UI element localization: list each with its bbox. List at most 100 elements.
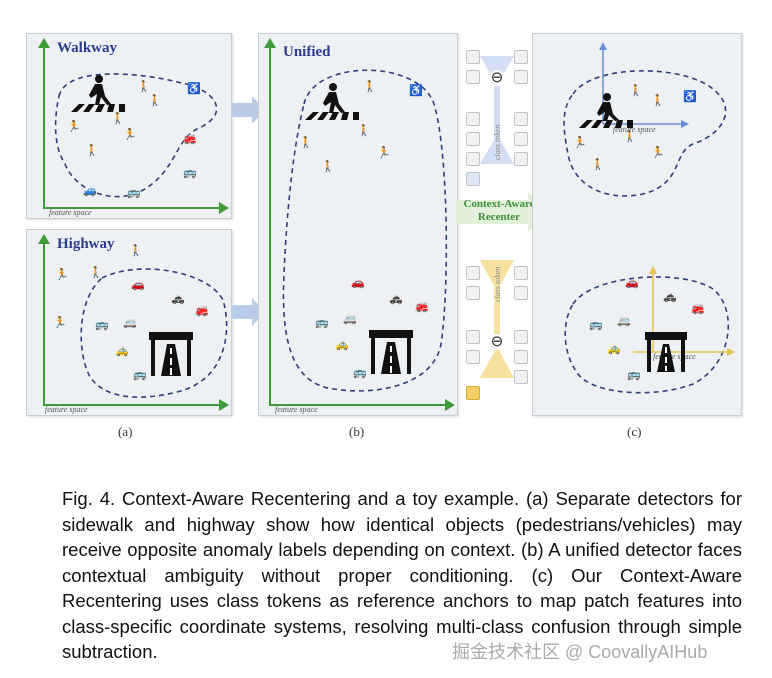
patch-token	[466, 266, 480, 280]
pedestrian-icon: 🚶	[299, 137, 313, 149]
wheelchair-icon: ♿	[409, 85, 423, 97]
patch-token	[514, 330, 528, 344]
patch-token	[466, 70, 480, 84]
highway-icon	[149, 332, 193, 376]
police-car-icon: 🚓	[171, 293, 185, 305]
x-axis	[43, 207, 223, 209]
fire-truck-icon: 🚒	[195, 305, 209, 317]
x-axis	[43, 404, 223, 406]
taxi-icon: 🚕	[607, 343, 621, 355]
bus-icon: 🚌	[589, 319, 603, 331]
panel-c-recentered: feature space 🚶 🚶 ♿ 🏃 🚶 🏃 🚶 feature spac…	[532, 33, 742, 416]
car-icon: 🚗	[131, 279, 145, 291]
axis-arrowheads	[264, 38, 455, 411]
patch-token	[514, 286, 528, 300]
crosswalk-icon	[579, 93, 633, 128]
pedestrian-icon: 🚶	[89, 267, 103, 279]
unified-cluster-boundary	[282, 69, 448, 392]
pedestrian-icon: 🚶	[363, 81, 377, 93]
feature-space-label: feature space	[613, 125, 656, 134]
unified-title: Unified	[283, 44, 331, 60]
runner-icon: 🏃	[55, 269, 69, 281]
runner-icon: 🏃	[651, 147, 665, 159]
context-aware-line1: Context-Aware	[463, 198, 535, 210]
car-icon: 🚗	[625, 277, 639, 289]
subtract-symbol: ⊖	[489, 333, 505, 350]
bus-icon: 🚌	[133, 369, 147, 381]
axis-arrowheads	[38, 234, 229, 411]
pedestrian-icon: 🚶	[591, 159, 605, 171]
runner-icon: 🏃	[123, 129, 137, 141]
x-axis	[269, 404, 449, 406]
figure-caption: Fig. 4. Context-Aware Recentering and a …	[62, 488, 742, 662]
police-car-icon: 🚓	[389, 293, 403, 305]
patch-token	[466, 112, 480, 126]
wheelchair-icon: ♿	[187, 83, 201, 95]
class-token-beam-top	[480, 56, 514, 164]
feature-space-label: feature space	[49, 208, 92, 217]
patch-token	[466, 152, 480, 166]
class-token-top	[466, 172, 480, 186]
patch-token	[514, 370, 528, 384]
context-aware-line2: Recenter	[477, 211, 521, 223]
taxi-icon: 🚕	[115, 345, 129, 357]
patch-token	[514, 132, 528, 146]
subtract-symbol: ⊖	[489, 69, 505, 86]
police-car-icon: 🚓	[663, 291, 677, 303]
pedestrian-icon: 🚶	[85, 145, 99, 157]
patch-token	[466, 350, 480, 364]
class-token-label: class token	[493, 124, 502, 160]
sublabel-a: (a)	[118, 424, 133, 439]
pedestrian-icon: 🚶	[111, 113, 125, 125]
bus-icon: 🚐	[343, 313, 357, 325]
patch-token	[514, 350, 528, 364]
patch-token	[514, 152, 528, 166]
context-aware-label: Context-Aware Recenter	[454, 198, 544, 224]
pedestrian-icon: 🚶	[623, 131, 637, 143]
pedestrian-icon: 🚶	[137, 81, 151, 93]
feature-space-label: feature space	[275, 405, 318, 414]
feature-space-label: feature space	[653, 352, 696, 361]
walkway-recentered-cluster	[563, 42, 727, 197]
patch-token	[514, 70, 528, 84]
patch-token	[466, 286, 480, 300]
pedestrian-icon: 🚶	[321, 161, 335, 173]
class-token-bottom	[466, 386, 480, 400]
pedestrian-icon: 🚶	[629, 85, 643, 97]
pedestrian-icon: 🚶	[357, 125, 371, 137]
panel-a-walkway: Walkway feature space 🚶 🚶 ♿ 🏃 🚶 🏃 🚶 🚒 🚌 …	[26, 33, 232, 219]
watermark: 掘金技术社区 @ CoovallyAIHub	[452, 642, 708, 662]
axis-arrowheads	[38, 38, 229, 214]
walkway-cluster-boundary	[54, 73, 218, 198]
pedestrian-icon: 🚶	[129, 245, 143, 257]
bus-icon: 🚌	[353, 367, 367, 379]
crosswalk-icon	[71, 75, 125, 112]
panel-b-unified: Unified feature space 🚶 ♿ 🚶 🚶 🏃 🚶 🚗 🚓 🚒 …	[258, 33, 458, 416]
car-icon: 🚙	[83, 185, 97, 197]
bus-icon: 🚐	[123, 317, 137, 329]
patch-token	[514, 266, 528, 280]
class-token-beam-bottom	[480, 260, 514, 378]
patch-token	[466, 132, 480, 146]
y-axis	[269, 46, 271, 405]
wheelchair-icon: ♿	[683, 91, 697, 103]
patch-token	[466, 330, 480, 344]
fire-truck-icon: 🚒	[183, 133, 197, 145]
walkway-title: Walkway	[57, 40, 118, 56]
patch-token	[514, 112, 528, 126]
runner-icon: 🏃	[377, 147, 391, 159]
highway-icon	[645, 332, 687, 372]
bus-icon: 🚌	[95, 319, 109, 331]
runner-icon: 🏃	[53, 317, 67, 329]
patch-token	[514, 50, 528, 64]
highway-recentered-cluster	[564, 266, 735, 394]
runner-icon: 🏃	[573, 137, 587, 149]
y-axis	[43, 242, 45, 405]
highway-title: Highway	[57, 236, 115, 252]
bus-icon: 🚌	[627, 369, 641, 381]
runner-icon: 🏃	[67, 121, 81, 133]
feature-space-label: feature space	[45, 405, 88, 414]
bus-icon: 🚐	[617, 315, 631, 327]
bus-icon: 🚌	[315, 317, 329, 329]
patch-token	[466, 50, 480, 64]
